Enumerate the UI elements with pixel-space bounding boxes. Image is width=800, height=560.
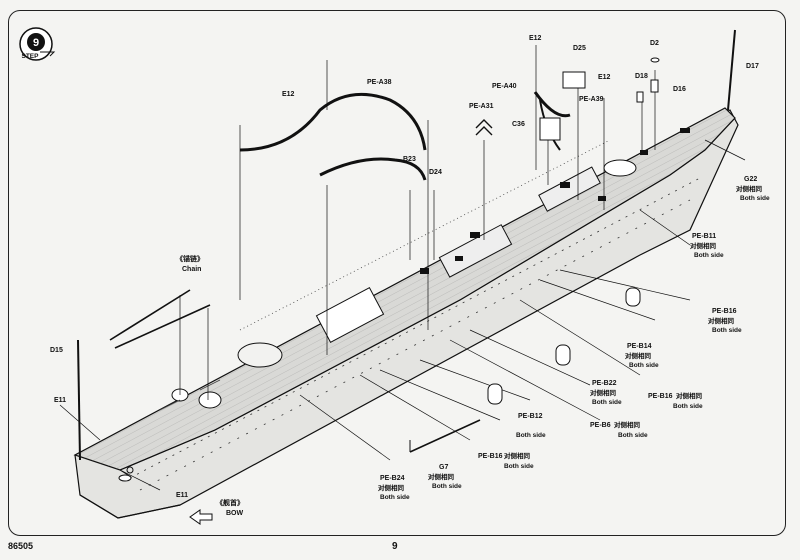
callout-pe-b14-en: Both side [629,362,659,369]
callout-e12-right: E12 [598,74,611,81]
callout-pe-b24: PE-B24 [380,475,405,482]
callout-pe-b16-left: PE-B16 [478,453,503,460]
callout-pe-b12: PE-B12 [518,413,543,420]
callout-d17: D17 [746,63,759,70]
callout-pe-b22-en: Both side [592,399,622,406]
callout-pe-b11-en: Both side [694,252,724,259]
callout-pe-b11-cn: 对侧相同 [690,241,717,250]
callout-g22-en: Both side [740,195,770,202]
callout-pe-b16-mid-cn: 对侧相同 [676,391,703,400]
callout-pe-b16-mid-en: Both side [673,403,703,410]
parts-and-leaders [59,29,746,491]
callout-pe-b6: PE-B6 [590,422,611,429]
callout-pe-b6-en: Both side [618,432,648,439]
callout-pe-b16-right: PE-B16 [712,308,737,315]
callout-pe-b12-en: Both side [516,432,546,439]
callout-pe-b16-right-en: Both side [712,327,742,334]
callout-g7: G7 [439,464,448,471]
product-code: 86505 [8,541,34,551]
callout-pe-a31: PE-A31 [469,103,494,110]
step-label: STEP [22,53,40,60]
callout-pe-b11: PE-B11 [692,233,716,240]
callout-chain-en: Chain [182,266,201,273]
page-number: 9 [392,541,398,552]
callout-c36: C36 [512,121,525,128]
callout-g7-cn: 对侧相同 [428,472,455,481]
callout-e12-left: E12 [282,91,295,98]
callout-bow-cn: 《舰首》 [216,498,244,507]
callout-pe-b16-mid: PE-B16 [648,393,673,400]
page-border [8,10,786,536]
callout-pe-a40: PE-A40 [492,83,517,90]
callout-pe-b22: PE-B22 [592,380,617,387]
callout-pe-b16-right-cn: 对侧相同 [708,316,735,325]
callout-e11-bottom: E11 [176,492,188,499]
part-callouts: E12 PE-A38 E12 D25 D2 D17 PE-A40 E12 D18… [50,35,770,517]
callout-pe-b16-left-en: Both side [504,463,534,470]
callout-g7-en: Both side [432,483,462,490]
callout-pe-b16-left-cn: 对侧相同 [504,451,531,460]
callout-pe-b14-cn: 对侧相同 [625,351,652,360]
callout-chain-cn: 《锚链》 [176,254,204,263]
callout-pe-b6-cn: 对侧相同 [614,420,641,429]
callout-d15: D15 [50,347,63,354]
callout-pe-b24-en: Both side [380,494,410,501]
callout-pe-b24-cn: 对侧相同 [378,483,405,492]
callout-d16: D16 [673,86,686,93]
bow-arrow-icon [189,509,213,525]
ship-hull [73,107,739,519]
callout-d18: D18 [635,73,648,80]
callout-bow-en: BOW [226,510,244,517]
callout-b23: B23 [403,156,416,163]
callout-d24: D24 [429,169,442,176]
callout-d2: D2 [650,40,659,47]
callout-e12-top: E12 [529,35,542,42]
callout-g22-cn: 对侧相同 [736,184,763,193]
callout-pe-a39: PE-A39 [579,96,604,103]
step-badge: 9 STEP [19,27,56,61]
callout-g22: G22 [744,176,757,183]
callout-pe-a38: PE-A38 [367,79,392,86]
callout-pe-b22-cn: 对侧相同 [590,388,617,397]
callout-d25: D25 [573,45,586,52]
callout-e11-left: E11 [54,397,66,404]
callout-pe-b14: PE-B14 [627,343,652,350]
step-number: 9 [33,37,39,49]
